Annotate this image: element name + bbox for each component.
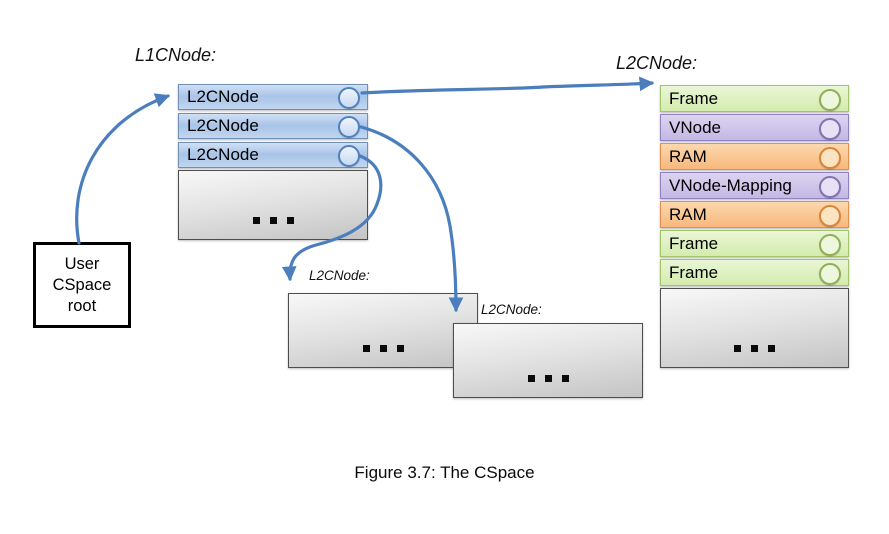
l1cnode-table: L2CNode L2CNode L2CNode bbox=[178, 84, 368, 240]
l1cnode-row-label: L2CNode bbox=[187, 145, 259, 164]
user-cspace-root-label: User CSpace root bbox=[52, 254, 112, 315]
l2cnode-stub2-box bbox=[453, 323, 643, 398]
capability-slot-icon bbox=[819, 175, 841, 198]
l2cnode-more-box bbox=[660, 288, 849, 368]
arrow-slot2-to-stub2 bbox=[359, 125, 464, 313]
arrow-slot1-to-l2cnode-table bbox=[360, 76, 655, 95]
row-label: RAM bbox=[669, 146, 707, 166]
capability-slot-icon bbox=[338, 145, 360, 167]
user-cspace-root-box: User CSpace root bbox=[33, 242, 131, 328]
capability-slot-icon bbox=[819, 146, 841, 169]
l2cnode-stub1-title: L2CNode: bbox=[309, 268, 370, 283]
l2cnode-row-frame: Frame bbox=[660, 230, 849, 257]
row-label: VNode-Mapping bbox=[669, 175, 792, 195]
ellipsis bbox=[179, 217, 367, 224]
l2cnode-table: Frame VNode RAM VNode-Mapping RAM Frame … bbox=[660, 85, 849, 368]
l2cnode-stub1-box bbox=[288, 293, 478, 368]
l2cnode-title: L2CNode: bbox=[616, 53, 698, 73]
l1cnode-row: L2CNode bbox=[178, 84, 368, 110]
l1cnode-row-label: L2CNode bbox=[187, 87, 259, 106]
row-label: Frame bbox=[669, 88, 719, 108]
l2cnode-row-frame: Frame bbox=[660, 259, 849, 286]
capability-slot-icon bbox=[338, 87, 360, 109]
l2cnode-stub2-title: L2CNode: bbox=[481, 302, 542, 317]
row-label: VNode bbox=[669, 117, 721, 137]
capability-slot-icon bbox=[338, 116, 360, 138]
figure-caption: Figure 3.7: The CSpace bbox=[354, 463, 535, 482]
l2cnode-row-vnode-mapping: VNode-Mapping bbox=[660, 172, 849, 199]
capability-slot-icon bbox=[819, 262, 841, 285]
capability-slot-icon bbox=[819, 204, 841, 227]
ellipsis bbox=[454, 375, 642, 382]
ellipsis bbox=[661, 345, 848, 352]
capability-slot-icon bbox=[819, 233, 841, 256]
l2cnode-row-ram: RAM bbox=[660, 143, 849, 170]
capability-slot-icon bbox=[819, 117, 841, 140]
row-label: Frame bbox=[669, 233, 719, 253]
row-label: Frame bbox=[669, 262, 719, 282]
l1cnode-row: L2CNode bbox=[178, 142, 368, 168]
l2cnode-row-vnode: VNode bbox=[660, 114, 849, 141]
ellipsis bbox=[289, 345, 477, 352]
l2cnode-row-ram: RAM bbox=[660, 201, 849, 228]
l1cnode-row: L2CNode bbox=[178, 113, 368, 139]
l1cnode-title: L1CNode: bbox=[135, 45, 217, 65]
l1cnode-row-label: L2CNode bbox=[187, 116, 259, 135]
l1cnode-more-box bbox=[178, 170, 368, 240]
capability-slot-icon bbox=[819, 88, 841, 111]
row-label: RAM bbox=[669, 204, 707, 224]
arrow-root-to-l1cnode bbox=[75, 93, 171, 245]
l2cnode-row-frame: Frame bbox=[660, 85, 849, 112]
